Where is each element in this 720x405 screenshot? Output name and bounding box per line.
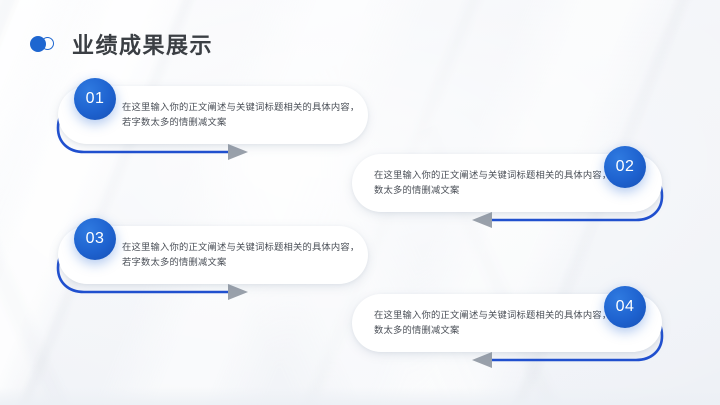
step-badge[interactable]: 01 xyxy=(74,78,116,120)
card-text: 在这里输入你的正文阐述与关键词标题相关的具体内容，若字数太多的情删减文案 xyxy=(374,170,631,195)
step-badge[interactable]: 04 xyxy=(604,286,646,328)
footer-fade xyxy=(0,387,720,405)
step-badge[interactable]: 03 xyxy=(74,218,116,260)
step-badge[interactable]: 02 xyxy=(604,146,646,188)
card-text: 在这里输入你的正文阐述与关键词标题相关的具体内容，若字数太多的情删减文案 xyxy=(374,310,631,335)
content-card[interactable]: 在这里输入你的正文阐述与关键词标题相关的具体内容，若字数太多的情删减文案 xyxy=(58,86,368,144)
card-text: 在这里输入你的正文阐述与关键词标题相关的具体内容，若字数太多的情删减文案 xyxy=(122,242,360,267)
list-item[interactable]: 在这里输入你的正文阐述与关键词标题相关的具体内容，若字数太多的情删减文案 01 xyxy=(0,78,720,166)
card-text: 在这里输入你的正文阐述与关键词标题相关的具体内容，若字数太多的情删减文案 xyxy=(122,102,360,127)
page-title: 业绩成果展示 xyxy=(72,33,214,58)
slide-header: 业绩成果展示 xyxy=(30,28,213,60)
two-circles-icon xyxy=(30,36,60,52)
list-item[interactable]: 在这里输入你的正文阐述与关键词标题相关的具体内容，若字数太多的情删减文案 02 xyxy=(0,146,720,234)
list-item[interactable]: 在这里输入你的正文阐述与关键词标题相关的具体内容，若字数太多的情删减文案 04 xyxy=(0,286,720,374)
list-item[interactable]: 在这里输入你的正文阐述与关键词标题相关的具体内容，若字数太多的情删减文案 03 xyxy=(0,218,720,306)
